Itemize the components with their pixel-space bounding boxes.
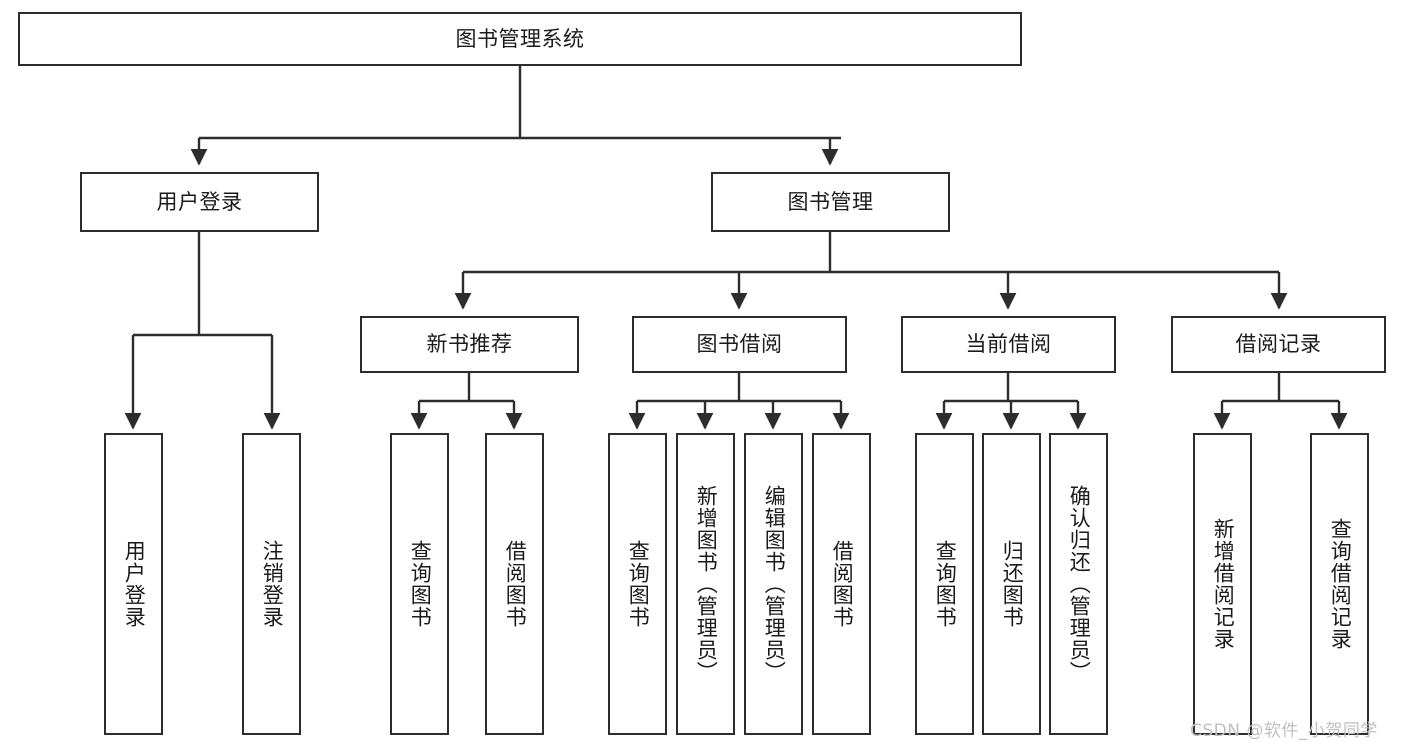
node-user-login[interactable]: 用户登录 — [80, 172, 319, 232]
leaf-user-login[interactable]: 用户登录 — [104, 433, 163, 735]
csdn-watermark: CSDN @软件_小贺同学 — [1190, 721, 1378, 741]
node-label: 新书推荐 — [426, 332, 513, 357]
node-current-borrow[interactable]: 当前借阅 — [901, 316, 1116, 373]
node-label: 查询图书 — [626, 540, 651, 628]
node-label: 查询图书 — [933, 540, 958, 628]
leaf-return-book[interactable]: 归还图书 — [982, 433, 1041, 735]
node-root-system[interactable]: 图书管理系统 — [18, 12, 1022, 66]
node-label: 借阅图书 — [503, 540, 528, 628]
node-label: 新增借阅记录 — [1211, 518, 1236, 650]
leaf-borrow-book-recommend[interactable]: 借阅图书 — [485, 433, 544, 735]
node-label: 图书管理 — [787, 189, 874, 214]
leaf-add-book-admin[interactable]: 新增图书（管理员） — [676, 433, 735, 735]
leaf-query-book-borrow[interactable]: 查询图书 — [608, 433, 667, 735]
leaf-edit-book-admin[interactable]: 编辑图书（管理员） — [744, 433, 803, 735]
node-label: 当前借阅 — [965, 332, 1052, 357]
node-label: 查询图书 — [408, 540, 433, 628]
node-label: 归还图书 — [1000, 540, 1025, 628]
node-book-management[interactable]: 图书管理 — [711, 172, 950, 232]
node-label: 借阅记录 — [1235, 332, 1322, 357]
leaf-query-book-recommend[interactable]: 查询图书 — [390, 433, 449, 735]
node-new-book-recommend[interactable]: 新书推荐 — [360, 316, 579, 373]
node-label: 借阅图书 — [830, 540, 855, 628]
node-label: 确认归还（管理员） — [1067, 485, 1092, 683]
node-label: 编辑图书（管理员） — [762, 485, 787, 683]
node-label: 用户登录 — [156, 189, 243, 214]
node-borrow-record[interactable]: 借阅记录 — [1171, 316, 1386, 373]
leaf-borrow-book[interactable]: 借阅图书 — [812, 433, 871, 735]
node-label: 查询借阅记录 — [1328, 518, 1353, 650]
leaf-query-book-current[interactable]: 查询图书 — [915, 433, 974, 735]
node-label: 新增图书（管理员） — [694, 485, 719, 683]
leaf-query-borrow-record[interactable]: 查询借阅记录 — [1310, 433, 1369, 735]
leaf-confirm-return-admin[interactable]: 确认归还（管理员） — [1049, 433, 1108, 735]
node-label: 图书借阅 — [696, 332, 783, 357]
leaf-logout[interactable]: 注销登录 — [242, 433, 301, 735]
node-label: 图书管理系统 — [455, 26, 585, 51]
node-book-borrow[interactable]: 图书借阅 — [632, 316, 847, 373]
node-label: 用户登录 — [122, 540, 147, 628]
node-label: 注销登录 — [260, 540, 285, 628]
leaf-add-borrow-record[interactable]: 新增借阅记录 — [1193, 433, 1252, 735]
